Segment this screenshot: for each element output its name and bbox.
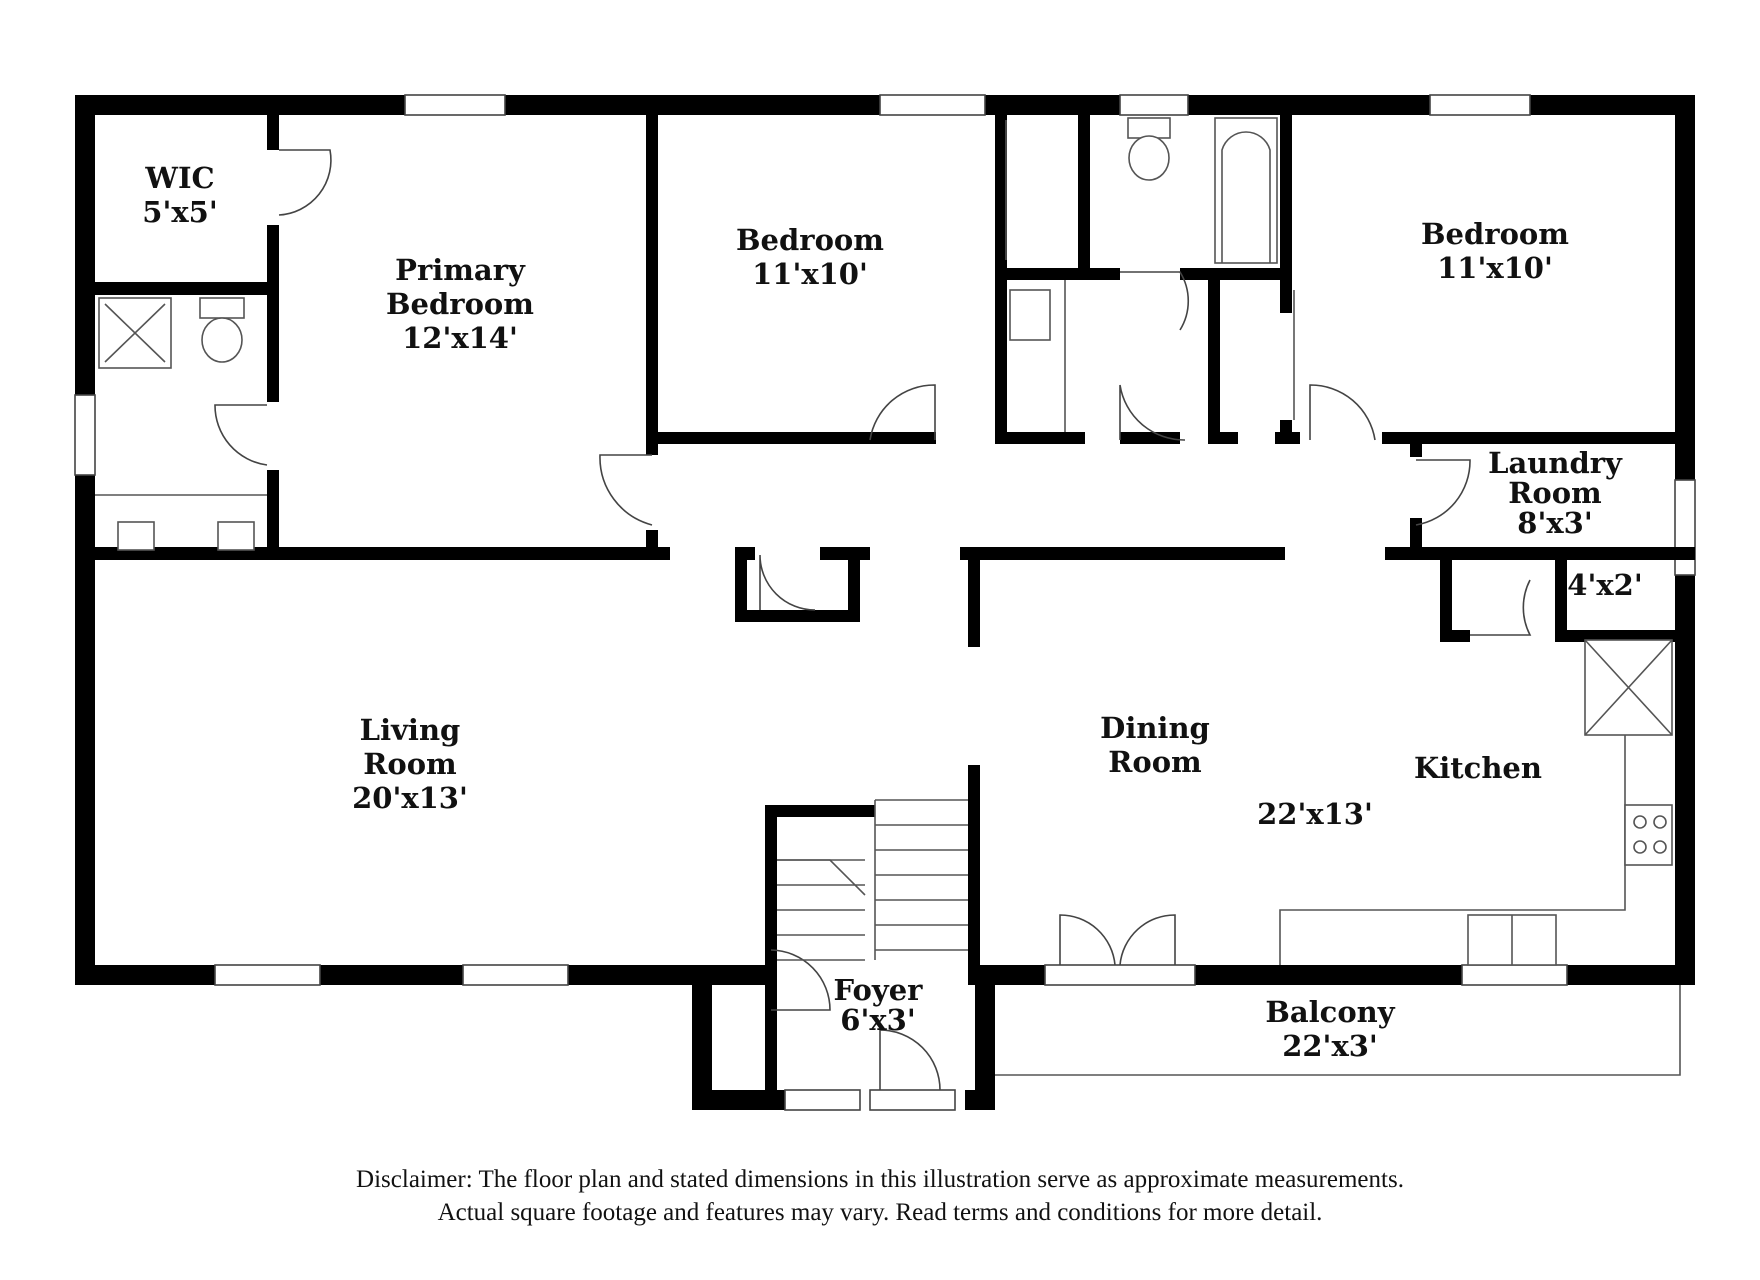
laundry-room-name-2: Room [1508, 476, 1602, 510]
closet-size: 4'x2' [1567, 568, 1642, 602]
balcony-size: 22'x3' [1282, 1029, 1378, 1063]
interior-walls [90, 95, 1695, 1090]
kitchen-name: Kitchen [1414, 751, 1542, 785]
doors [214, 149, 1532, 1091]
disclaimer: Disclaimer: The floor plan and stated di… [0, 1163, 1760, 1229]
living-room-size: 20'x13' [352, 781, 468, 815]
bedroom-3-size: 11'x10' [1437, 251, 1553, 285]
disclaimer-line-1: Disclaimer: The floor plan and stated di… [356, 1166, 1404, 1193]
living-room-name-1: Living [360, 713, 461, 747]
primary-bedroom-name-2: Bedroom [386, 287, 534, 321]
kitchen-size: 22'x13' [1257, 797, 1373, 831]
balcony-name: Balcony [1265, 995, 1395, 1029]
wic-size: 5'x5' [142, 195, 217, 229]
wic-name: WIC [144, 161, 214, 195]
windows [74, 94, 1696, 1111]
bedroom-2-size: 11'x10' [752, 257, 868, 291]
room-labels: WIC 5'x5' Primary Bedroom 12'x14' Bedroo… [142, 161, 1642, 1063]
fixtures [95, 117, 1681, 1076]
laundry-room-name-1: Laundry [1488, 446, 1623, 480]
dining-room-name-2: Room [1108, 745, 1202, 779]
living-room-name-2: Room [363, 747, 457, 781]
bedroom-2-name: Bedroom [736, 223, 884, 257]
foyer-size: 6'x3' [840, 1003, 915, 1037]
primary-bedroom-name-1: Primary [395, 253, 526, 287]
bedroom-3-name: Bedroom [1421, 217, 1569, 251]
primary-bedroom-size: 12'x14' [402, 321, 518, 355]
foyer-name: Foyer [834, 973, 924, 1007]
disclaimer-line-2: Actual square footage and features may v… [437, 1199, 1323, 1226]
laundry-room-size: 8'x3' [1517, 506, 1592, 540]
dining-room-name-1: Dining [1100, 711, 1210, 745]
